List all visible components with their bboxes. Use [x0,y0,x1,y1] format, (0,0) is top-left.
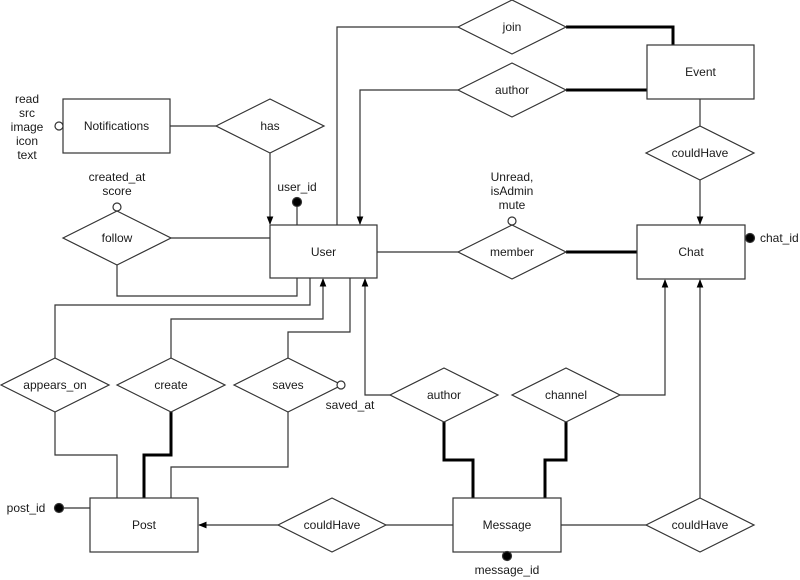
rel-author-message-diamond[interactable] [388,367,500,423]
edge-channel-chat [620,279,669,396]
edge-author-event-user [356,89,458,225]
entity-user[interactable] [269,224,378,279]
attr-marker-notifications [54,121,64,131]
entity-chat[interactable] [636,224,746,280]
edge-create-post-thick [142,412,173,498]
attr-post-id: post_id [6,501,46,515]
edge-join-event-thick [566,25,675,45]
edge-author-message-user [361,278,390,396]
attr-user-id: user_id [277,180,317,194]
attr-message-id: message_id [474,563,540,577]
rel-couldhave-message-post-diamond[interactable] [276,497,388,553]
key-marker-user-id [291,196,303,208]
rel-has-diamond[interactable] [214,98,326,154]
edge-create-user [170,278,327,358]
rel-create-diamond[interactable] [115,357,227,413]
edge-channel-message-thick [543,422,568,498]
edge-saves-post [170,412,289,498]
rel-appears-on-diamond[interactable] [0,357,111,413]
rel-couldhave-event-chat-diamond[interactable] [644,125,756,181]
attr-follow-list: created_at score [88,170,146,198]
attr-chat-id: chat_id [760,231,799,245]
rel-follow-diamond[interactable] [61,210,173,266]
attr-marker-member [507,216,517,226]
edge-saves-user [287,278,351,358]
edge-appears-on-user [54,278,311,358]
rel-join-diamond[interactable] [456,0,568,55]
entity-post[interactable] [89,497,199,553]
attr-marker-follow [112,202,122,212]
rel-member-diamond[interactable] [456,224,568,280]
attr-marker-saves [336,380,346,390]
edge-join-user [336,26,458,225]
edge-appears-on-post [54,412,118,498]
attr-saved-at: saved_at [325,398,375,412]
entity-message[interactable] [452,497,562,553]
attr-notifications-list: read src image icon text [10,92,44,162]
entity-event[interactable] [646,44,755,100]
rel-channel-diamond[interactable] [510,367,622,423]
key-marker-message-id [501,550,513,562]
key-marker-chat-id [744,232,756,244]
edge-author-message-thick [442,422,475,498]
attr-member-list: Unread, isAdmin mute [490,170,534,212]
rel-author-event-diamond[interactable] [456,62,568,118]
entity-notifications[interactable] [62,98,171,154]
rel-couldhave-message-chat-diamond[interactable] [644,497,756,553]
edge-follow-user-loop [116,265,298,297]
key-marker-post-id [53,502,65,514]
